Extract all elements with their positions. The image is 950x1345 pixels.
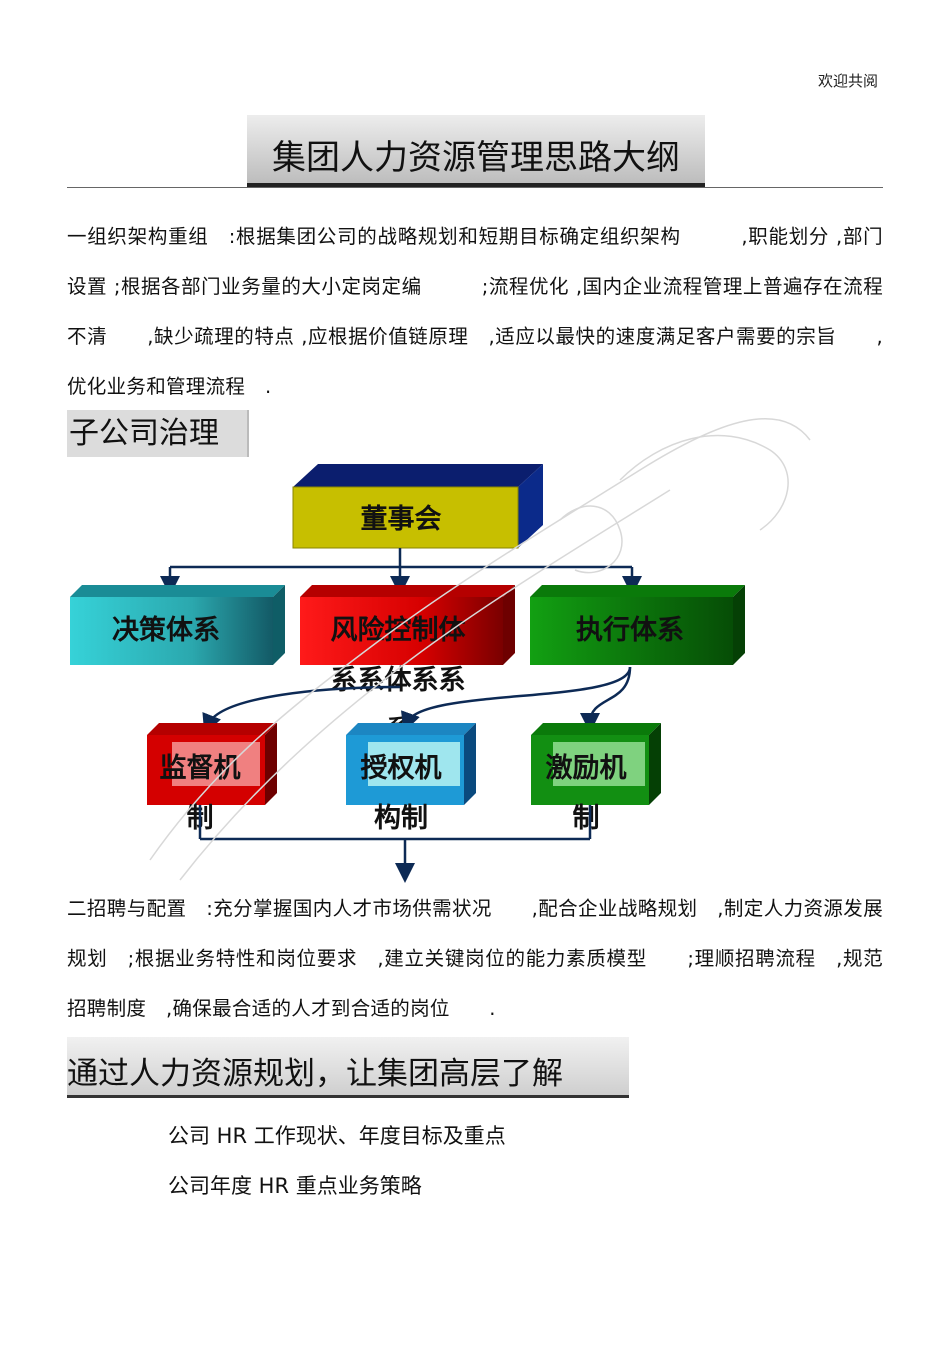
page-title: 集团人力资源管理思路大纲 bbox=[272, 138, 680, 178]
execution-box: 执行体系 bbox=[530, 585, 745, 665]
risk-overflow-label: 系系体系系 bbox=[331, 665, 466, 696]
authorization-label: 授权机 bbox=[361, 753, 442, 784]
title-box: 集团人力资源管理思路大纲 bbox=[247, 115, 705, 187]
decision-box: 决策体系 bbox=[70, 585, 285, 665]
risk-box: 风险控制体 系系体系系 系 bbox=[300, 585, 515, 741]
board-label: 董事会 bbox=[361, 504, 442, 535]
section-1-paragraph: 一组织架构重组 :根据集团公司的战略规划和短期目标确定组织架构 ,职能划分 ,部… bbox=[67, 225, 883, 398]
authorization-box: 授权机 构制 bbox=[346, 723, 476, 834]
supervision-label: 监督机 bbox=[160, 753, 241, 784]
subsection-heading: 子公司治理 bbox=[67, 410, 249, 457]
incentive-label-2: 制 bbox=[573, 803, 600, 834]
supervision-box: 监督机 制 bbox=[147, 723, 277, 834]
planning-heading: 通过人力资源规划，让集团高层了解 bbox=[67, 1056, 563, 1092]
incentive-box: 激励机 制 bbox=[531, 723, 661, 834]
title-divider bbox=[67, 187, 883, 188]
board-box: 董事会 bbox=[292, 464, 543, 549]
risk-label: 风险控制体 bbox=[331, 614, 467, 646]
planning-item: 公司年度 HR 重点业务策略 bbox=[168, 1174, 422, 1198]
section-2-paragraph: 二招聘与配置 :充分掌握国内人才市场供需状况 ,配合企业战略规划 ,制定人力资源… bbox=[67, 897, 883, 1020]
execution-label: 执行体系 bbox=[576, 614, 684, 646]
incentive-label: 激励机 bbox=[546, 752, 627, 784]
authorization-label-2: 构制 bbox=[374, 803, 428, 834]
planning-item: 公司 HR 工作现状、年度目标及重点 bbox=[168, 1124, 506, 1148]
header-note: 欢迎共阅 bbox=[817, 72, 878, 90]
decision-label: 决策体系 bbox=[112, 614, 220, 646]
planning-heading-box: 通过人力资源规划，让集团高层了解 bbox=[67, 1037, 629, 1098]
governance-diagram: 董事会 决策体系 风险控制体 系系体系系 系 执行体系 bbox=[70, 464, 745, 883]
board-connectors bbox=[160, 548, 642, 596]
